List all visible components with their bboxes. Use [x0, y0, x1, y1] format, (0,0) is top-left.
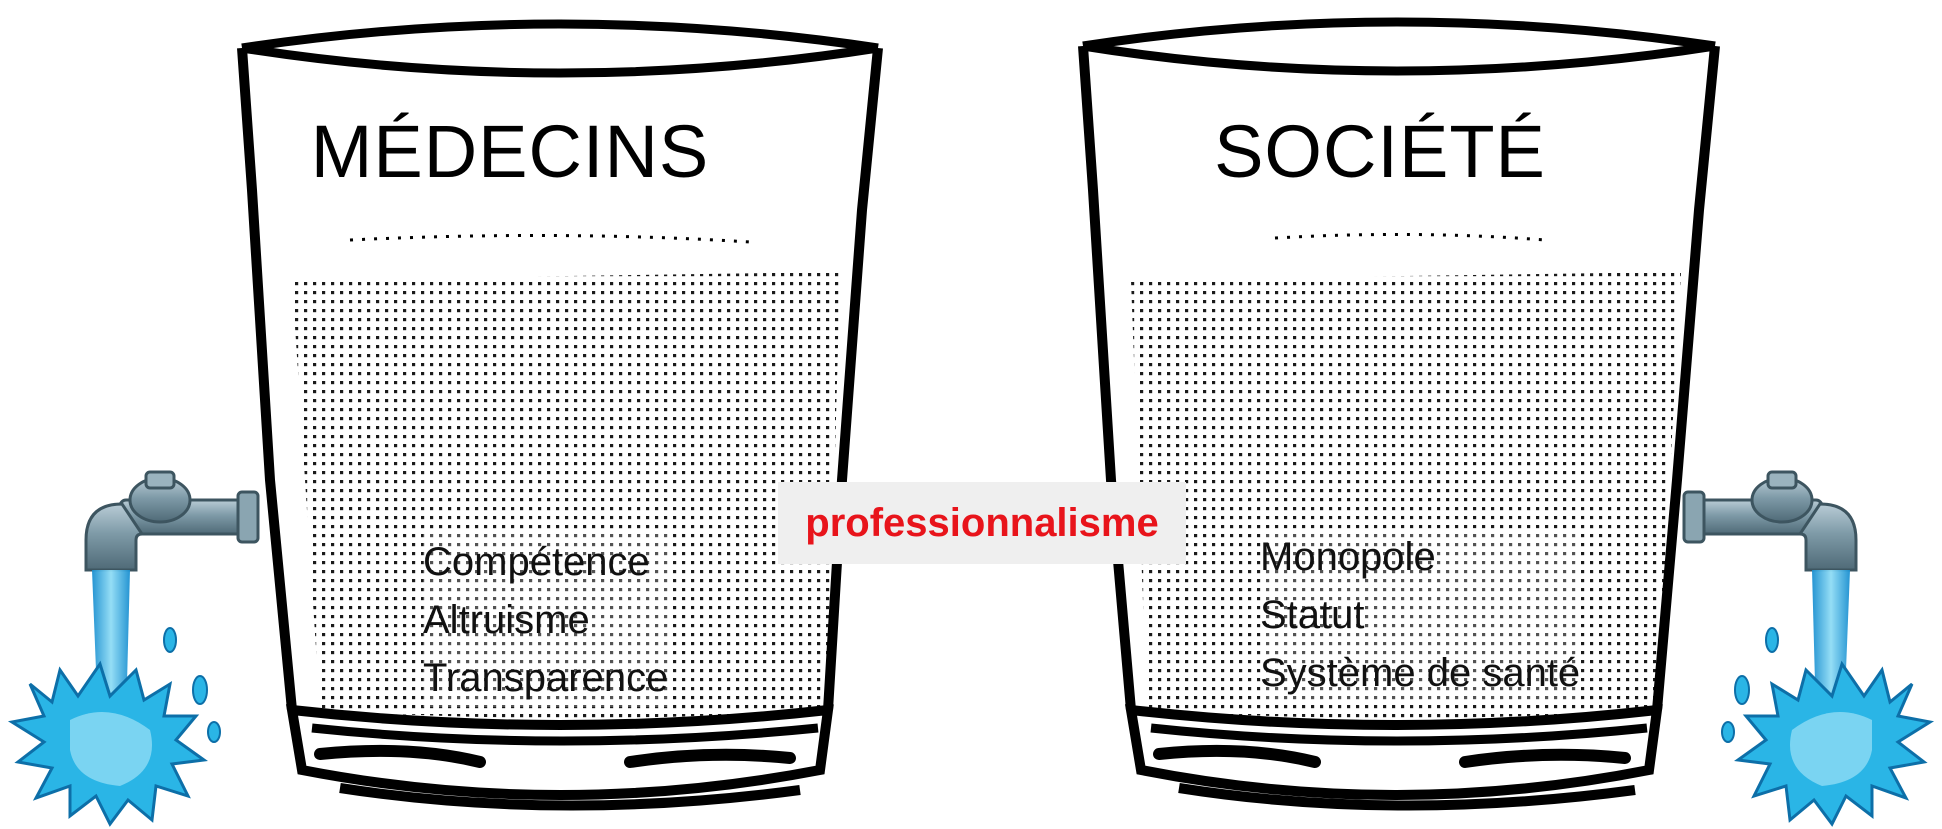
- glass-title-medecins: MÉDECINS: [310, 110, 710, 193]
- list-item: Statut: [1260, 586, 1581, 644]
- glass-societe: SOCIÉTÉ Monopole Statut Système de santé: [1075, 10, 1725, 824]
- list-item: Monopole: [1260, 528, 1581, 586]
- center-label-professionnalisme: professionnalisme: [778, 482, 1186, 564]
- list-item: Système de santé: [1260, 644, 1581, 702]
- list-item: Altruisme: [423, 591, 669, 649]
- glass-icon: [237, 19, 883, 811]
- faucet-icon: [7, 470, 260, 827]
- faucet-left: [0, 470, 260, 827]
- faucet-right: [1682, 470, 1942, 827]
- glass-medecins: MÉDECINS Compétence Altruisme Transparen…: [230, 10, 883, 824]
- list-item: Transparence: [423, 649, 669, 707]
- list-item: Compétence: [423, 533, 669, 591]
- glass-title-societe: SOCIÉTÉ: [1214, 110, 1546, 193]
- glass-icon: [1078, 17, 1720, 811]
- water-splash-icon: [7, 627, 221, 827]
- glass-items-societe: Monopole Statut Système de santé: [1260, 528, 1581, 702]
- glass-items-medecins: Compétence Altruisme Transparence: [423, 533, 669, 707]
- faucet-icon: [1682, 470, 1935, 827]
